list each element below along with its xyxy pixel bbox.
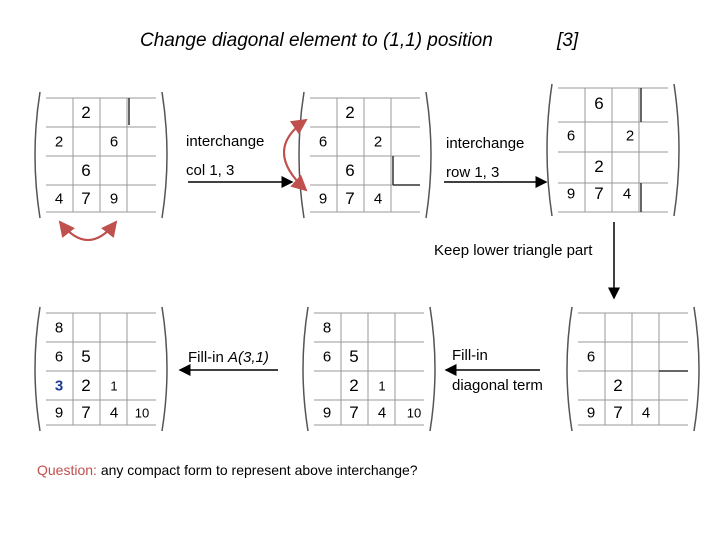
- matrix-cell: 10: [406, 405, 422, 421]
- matrix-cell: 7: [594, 184, 604, 203]
- matrix-cell: 6: [566, 127, 576, 145]
- fill-in-text: Fill-in: [188, 349, 224, 366]
- matrix-cell: 1: [378, 378, 386, 394]
- fill-in-diagonal-label-1: Fill-in: [452, 347, 488, 364]
- matrix-cell: 6: [594, 94, 604, 113]
- matrix-cell: 10: [134, 405, 150, 421]
- matrix-cell-fillin: 3: [54, 377, 64, 395]
- matrix-cell: 6: [586, 348, 596, 366]
- op1-label-col: col 1, 3: [186, 162, 235, 179]
- matrix-cell: 6: [318, 133, 328, 151]
- matrix-cell: 4: [641, 404, 651, 422]
- fill-in-a31-label: Fill-in A(3,1): [188, 349, 269, 366]
- matrix-cell: 9: [322, 404, 332, 422]
- matrix-cell: 7: [613, 403, 623, 422]
- matrix-cell: 2: [625, 127, 635, 145]
- matrix-cell: 4: [54, 190, 64, 208]
- matrix-cell: 6: [109, 133, 119, 151]
- matrix-cell: 6: [322, 348, 332, 366]
- op2-label-interchange: interchange: [446, 135, 525, 152]
- matrix-cell: 5: [81, 347, 91, 366]
- matrix-cell: 4: [373, 190, 383, 208]
- matrix-cell: 2: [345, 103, 355, 122]
- page-title: Change diagonal element to (1,1) positio…: [140, 30, 493, 51]
- matrix-cell: 9: [566, 185, 576, 203]
- matrix-cell: 7: [81, 189, 91, 208]
- matrix-cell: 7: [345, 189, 355, 208]
- matrix-cell: 9: [586, 404, 596, 422]
- slide-number-badge: [3]: [557, 30, 579, 51]
- matrix-cell: 9: [109, 190, 119, 208]
- question-text: Question: any compact form to represent …: [37, 462, 418, 478]
- keep-lower-triangle-label: Keep lower triangle part: [434, 242, 593, 259]
- matrix-cell: 2: [81, 376, 91, 395]
- matrix-cell: 4: [377, 404, 387, 422]
- matrix-cell: 2: [594, 157, 604, 176]
- matrix-cell: 5: [349, 347, 359, 366]
- matrix-cell: 2: [613, 376, 623, 395]
- matrix-cell: 6: [345, 161, 355, 180]
- op2-label-row: row 1, 3: [446, 164, 500, 181]
- question-body: any compact form to represent above inte…: [96, 462, 418, 478]
- matrix-cell: 4: [109, 404, 119, 422]
- fill-in-emph: A(3,1): [228, 349, 269, 366]
- matrix-cell: 8: [54, 319, 64, 337]
- matrix-cell: 2: [349, 376, 359, 395]
- matrix-cell: 7: [81, 403, 91, 422]
- matrix-cell: 6: [81, 161, 91, 180]
- fill-in-diagonal-label-2: diagonal term: [452, 377, 543, 394]
- matrix-cell: 1: [110, 378, 118, 394]
- matrix-cell: 2: [54, 133, 64, 151]
- matrix-cell: 8: [322, 319, 332, 337]
- question-label: Question:: [37, 462, 97, 478]
- matrix-cell: 4: [622, 185, 632, 203]
- matrix-cell: 2: [373, 133, 383, 151]
- matrix-cell: 2: [81, 103, 91, 122]
- matrix-cell: 7: [349, 403, 359, 422]
- matrix-cell: 9: [318, 190, 328, 208]
- matrix-cell: 6: [54, 348, 64, 366]
- op1-label-interchange: interchange: [186, 133, 265, 150]
- matrix-cell: 9: [54, 404, 64, 422]
